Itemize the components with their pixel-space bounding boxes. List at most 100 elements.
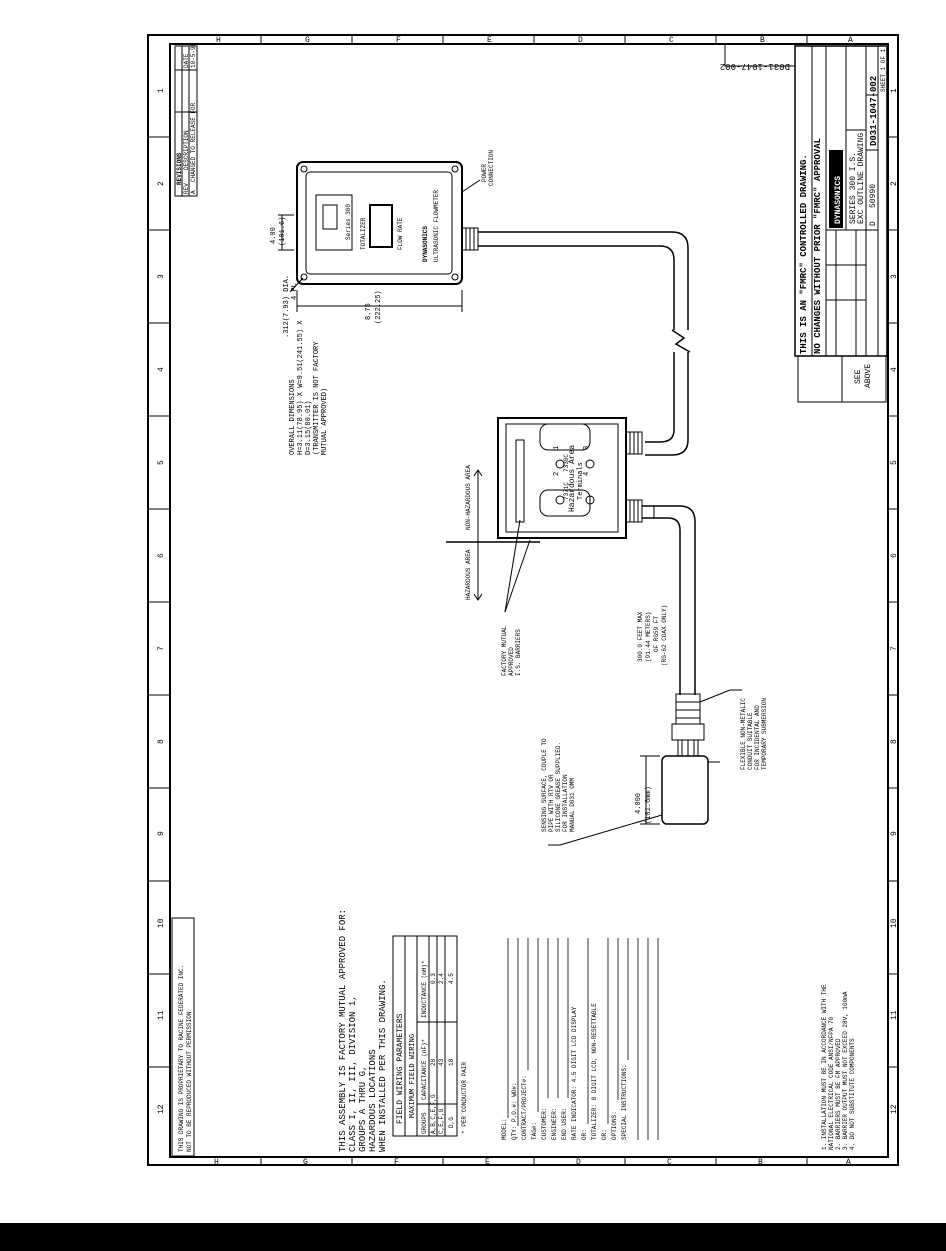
zone-number: 3 (157, 274, 166, 279)
revisions-block: REVISIONS REV DESCRIPTION DATE A CHANGED… (174, 42, 198, 197)
zone-letter: F (396, 36, 401, 45)
order-field: SPECIAL INSTRUCTIONS: (621, 1064, 628, 1140)
barriers-note: FACTORY MUTUAL APPROVED I.S. BARRIERS (501, 519, 531, 676)
zone-number: 11 (890, 1010, 899, 1020)
wiring-subtitle: MAXIMUM FIELD WIRING (409, 1034, 417, 1118)
wiring-row-inductance: 4.5 (448, 973, 455, 984)
code-value: 50990 (869, 184, 878, 208)
company-logo: DYNASONICS (834, 176, 843, 224)
zone-number: 1 (157, 88, 166, 93)
area-divider: NON-HAZARDOUS AREA HAZARDOUS AREA (446, 465, 540, 601)
transducer-conduit (642, 505, 696, 695)
wiring-title: FIELD WIRING PARAMETERS (396, 1013, 405, 1124)
zone-letters-bottom: H G F E D C B A (214, 1157, 851, 1167)
order-field: OPTIONS: (611, 1111, 618, 1140)
transducer (661, 693, 720, 825)
transducer-dimension: 4.000 (101.6mm) (635, 755, 660, 825)
approval-line5: WHEN INSTALLED PER THIS DRAWING. (378, 979, 388, 1152)
order-field: ENGINEER: (551, 1108, 558, 1140)
hazardous-label: HAZARDOUS AREA (465, 549, 472, 600)
hole-count: 4 PL (291, 283, 299, 300)
approval-line3: GROUPS A THRU G, (358, 1066, 368, 1152)
drawing-number: D031-1047-002 (869, 76, 879, 146)
wiring-header-capacitance: CAPACITANCE (nF)* (421, 1039, 428, 1100)
sensing-line2: PIPE WITH RTV OR (548, 774, 555, 832)
sub-brand-label: ULTRASONIC FLOWMETER (433, 190, 440, 262)
zone-letter: G (305, 36, 310, 45)
title-block: THIS IS AN "FMRC" CONTROLLED DRAWING. NO… (794, 45, 888, 403)
display-label: TOTALIZER (360, 217, 367, 250)
barriers-line1: FACTORY MUTUAL (501, 625, 508, 676)
wiring-footnote: * PER CONDUCTOR PAIR (461, 1062, 468, 1134)
conduit-note: FLEXIBLE NON-METALIC CONDUIT SUITABLE FO… (699, 689, 768, 770)
zone-letter: A (846, 1158, 851, 1167)
model-label: Series 300 (345, 204, 352, 240)
transmitter-cable (478, 231, 691, 456)
approval-line1: THIS ASSEMBLY IS FACTORY MUTUAL APPROVED… (338, 909, 348, 1152)
see-note: SEE (854, 369, 863, 384)
note-line: 2. BARRIERS MUST BE FM APPROVED (835, 1038, 842, 1150)
conduit-line2: CONDUIT SUITABLE (747, 712, 754, 770)
zone-number: 6 (157, 553, 166, 558)
revisions-heading: REVISIONS (176, 152, 183, 185)
zone-number: 9 (890, 831, 899, 836)
terminal-1: 1 (553, 446, 561, 450)
brand-label: DYNASONICS (422, 226, 429, 262)
inner-border (169, 43, 889, 1158)
zone-number: 4 (157, 367, 166, 372)
transducer-dim: 4.000 (635, 793, 643, 814)
junction-box: 1 2 3 4 Hazardous Area Terminals 7330C 7… (497, 417, 643, 539)
overall-line2: H=3.11(78.95) X W=9.51(241.55) X (297, 320, 305, 455)
approval-line4: HAZARDOUS LOCATIONS (368, 1049, 378, 1152)
sensing-line5: MANUAL D031 OMM (569, 778, 576, 832)
conduit-line3: FOR INCIDENTAL AND (754, 705, 761, 770)
controlled-line1: THIS IS AN "FMRC" CONTROLLED DRAWING. (799, 154, 809, 354)
cable-note: 300.0 FEET MAX (91.44 METERS) OF RG59 FT… (637, 605, 668, 666)
zone-number: 4 (890, 367, 899, 372)
flow-rate-label: FLOW RATE (397, 217, 404, 250)
code-left: 7330C (563, 454, 570, 472)
transmitter-enclosure: Series 300 TOTALIZER FLOW RATE DYNASONIC… (296, 161, 479, 285)
transducer-dim-mm: (101.6mm) (645, 786, 653, 824)
proprietary-note: THIS DRAWING IS PROPRIETARY TO RACINE FE… (171, 917, 195, 1157)
conduit-line1: FLEXIBLE NON-METALIC (740, 698, 747, 770)
order-field: OR: (581, 1129, 588, 1140)
size-value: D (869, 221, 878, 226)
order-field: TAG#: (531, 1122, 538, 1140)
terminal-3: 3 (583, 446, 591, 450)
wiring-row-inductance: 2.4 (438, 973, 445, 984)
height-dim-mm: (101.6) (279, 217, 287, 246)
installation-notes: 1. INSTALLATION MUST BE IN ACCORDANCE WI… (821, 984, 856, 1150)
zone-number: 11 (157, 1010, 166, 1020)
overall-line4: (TRANSMITTER IS NOT FACTORY (313, 341, 321, 455)
zone-letter: E (487, 36, 492, 45)
note-line: NATIONAL ELECTRICAL CODE ANSI/NFPA 70 (828, 1016, 835, 1150)
revisions-col-rev: REV (183, 183, 190, 194)
wiring-row-groups: A,B,C,E,F,G (430, 1094, 437, 1134)
zone-letter: G (303, 1158, 308, 1167)
zone-number: 5 (157, 460, 166, 465)
cable-line1: 300.0 FEET MAX (637, 611, 644, 662)
zone-number: 6 (890, 553, 899, 558)
hazardous-area-label: Hazardous Area (568, 445, 577, 512)
revisions-col-desc: DESCRIPTION (183, 130, 190, 170)
approval-line2: CLASS I, II, III, DIVISION 1, (348, 995, 358, 1152)
overall-line5: MUTUAL APPROVED) (321, 388, 329, 455)
transmitter-dimensions: 4.00 (101.6) 8.75 (222.25) .312(7.93) DI… (270, 214, 463, 338)
zone-number: 7 (890, 646, 899, 651)
zone-letter: C (669, 36, 674, 45)
wiring-row-groups: D,G (448, 1117, 455, 1128)
revisions-col-date: DATE (183, 53, 190, 68)
zone-number: 5 (890, 460, 899, 465)
note-line: 3. BARRIER OUTPUT MUST NOT EXCEED 28V, 1… (842, 991, 849, 1150)
zone-letter: D (576, 1158, 581, 1167)
order-field: QTY: P.O.#: WO#: (511, 1082, 518, 1140)
approval-statement: THIS ASSEMBLY IS FACTORY MUTUAL APPROVED… (338, 909, 388, 1152)
zone-number: 1 (890, 88, 899, 93)
title-line2: EXC OUTLINE DRAWING (857, 133, 866, 224)
note-line: 4. DO NOT SUBSTITUTE COMPONENTS (849, 1038, 856, 1150)
zone-number: 10 (890, 918, 899, 928)
cable-line3: OF RG59 FT (653, 616, 660, 652)
controlled-line2: NO CHANGES WITHOUT PRIOR "FMRC" APPROVAL (813, 138, 823, 354)
revisions-row-date: 10-5-99 (190, 42, 197, 68)
